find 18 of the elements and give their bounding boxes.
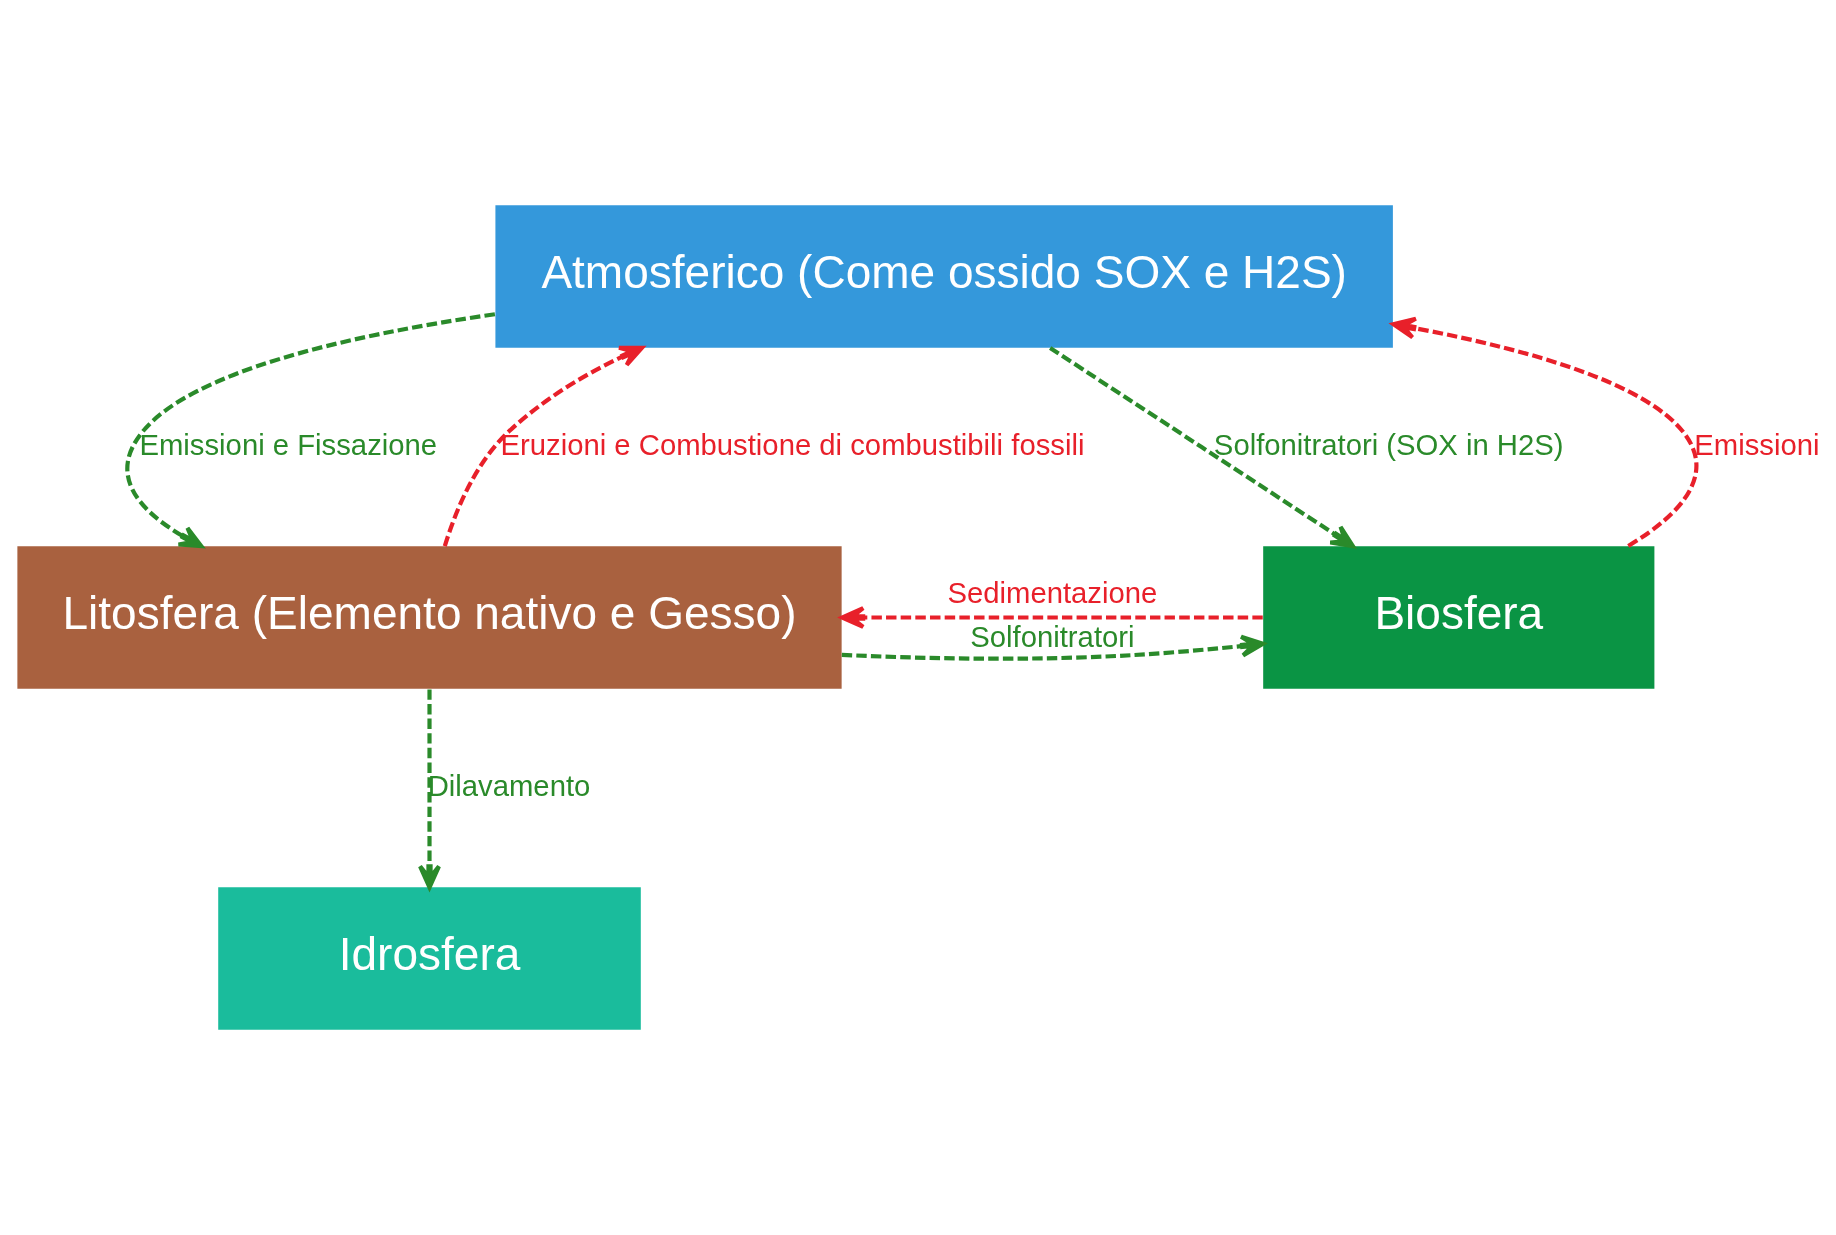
edge-label: Emissioni xyxy=(1694,427,1820,461)
arrow xyxy=(442,345,644,547)
edge-label: Eruzioni e Combustione di combustibili fossili xyxy=(500,427,1085,461)
arrow xyxy=(841,634,1265,661)
node-box: Biosfera xyxy=(1263,546,1655,689)
node-box: Atmosferico (Come ossido SOX e H2S) xyxy=(495,205,1393,348)
arrow xyxy=(125,312,496,549)
node-box: Litosfera (Elemento nativo e Gesso) xyxy=(17,546,842,689)
arrow xyxy=(840,606,1263,629)
edge-label: Sedimentazione xyxy=(947,576,1158,610)
edge-label: Emissioni e Fissazione xyxy=(139,427,438,461)
node-box: Idrosfera xyxy=(218,887,641,1030)
arrow xyxy=(1049,346,1355,549)
edge-label: Solfonitratori xyxy=(970,620,1135,654)
edge-label: Dilavamento xyxy=(427,768,591,802)
arrow xyxy=(418,689,441,890)
arrow xyxy=(1391,316,1699,548)
edge-label: Solfonitratori (SOX in H2S) xyxy=(1213,427,1564,461)
